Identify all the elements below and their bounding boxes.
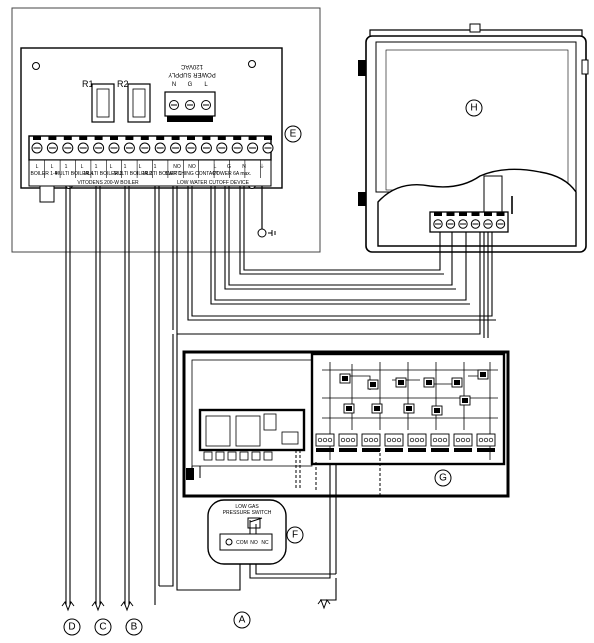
terminal-com: COM [236,540,248,546]
terminal-label-area [28,159,272,187]
low-gas-pressure-switch: LOW GAS PRESSURE SWITCH COM NO NC [207,499,287,565]
supply-terminal-l: L [204,82,208,88]
callout-d: D [63,618,81,636]
screw-icon [32,62,40,70]
group-label: MULTI BOILER 3 [84,171,123,177]
switch-subtitle: PRESSURE SWITCH [223,510,272,516]
ground-marking: ⏚ [259,163,264,170]
callout-a: A [233,611,251,629]
terminal-group-labels: BOILER 1-4 MULTI BOILER 4 MULTI BOILER 3… [31,171,252,177]
power-supply-voltage: 120VAC [180,63,203,69]
group-label: MULTI BOILER 4 [55,171,94,177]
terminal-nc: NC [261,540,269,546]
callout-e: E [284,125,302,143]
power-supply-label: POWER SUPPLY [168,71,216,77]
terminal-marking: L [110,164,113,170]
screw-icon [248,60,256,68]
svg-text:C: C [99,622,106,633]
callout-c: C [94,618,112,636]
group-label: MULTI BOILER 2 [114,171,153,177]
callout-b: B [125,618,143,636]
svg-text:F: F [292,530,298,541]
boiler-caption: VITODENS 200-W BOILER [77,180,139,186]
terminal-marking: 1 [95,164,98,170]
relay-r2 [127,83,151,123]
callout-g: G [434,469,452,487]
ground-lug-icon [257,228,267,238]
terminal-marking: L [36,164,39,170]
terminal-marking: 1 [124,164,127,170]
group-label: MULTI BOILER 1 [143,171,182,177]
terminal-marking: NO [188,164,196,170]
terminal-marking: L [214,164,217,170]
relay-label-r1: R1 [82,79,94,89]
group-label: BOILER 1-4 [31,171,58,177]
relay-r1 [91,83,115,123]
terminal-marking: L [51,164,54,170]
wiring [65,186,496,605]
terminal-marking: NO [173,164,181,170]
terminal-screws [31,136,274,154]
svg-text:B: B [131,622,138,633]
svg-text:D: D [68,622,75,633]
supply-terminal-g: G [188,82,193,88]
supply-screws [169,100,211,110]
terminal-no: NO [250,540,258,546]
terminal-marking: 1 [154,164,157,170]
svg-text:A: A [239,615,246,626]
lwco-caption: LOW WATER CUTOFF DEVICE [177,180,250,186]
control-panel-g [182,350,510,498]
callout-h: H [465,99,483,117]
terminal-marking: L [81,164,84,170]
svg-text:G: G [439,473,447,484]
svg-text:E: E [290,129,297,140]
relay-label-r2: R2 [117,79,129,89]
terminal-markings: L L 1 L 1 L 1 L 1 NO NO L G N ⏚ [36,163,265,170]
supply-terminal-n: N [172,82,176,88]
terminal-marking: L [139,164,142,170]
group-label: POWER 6A max. [213,171,251,177]
group-label: SWITCHING CONTACT [165,171,219,177]
callout-f: F [286,526,304,544]
switch-title: LOW GAS [235,504,259,510]
terminal-marking: 1 [65,164,68,170]
terminal-marking: N [242,164,246,170]
lwco-unit-h [358,23,589,253]
terminal-marking: G [227,164,231,170]
svg-text:H: H [470,103,477,114]
